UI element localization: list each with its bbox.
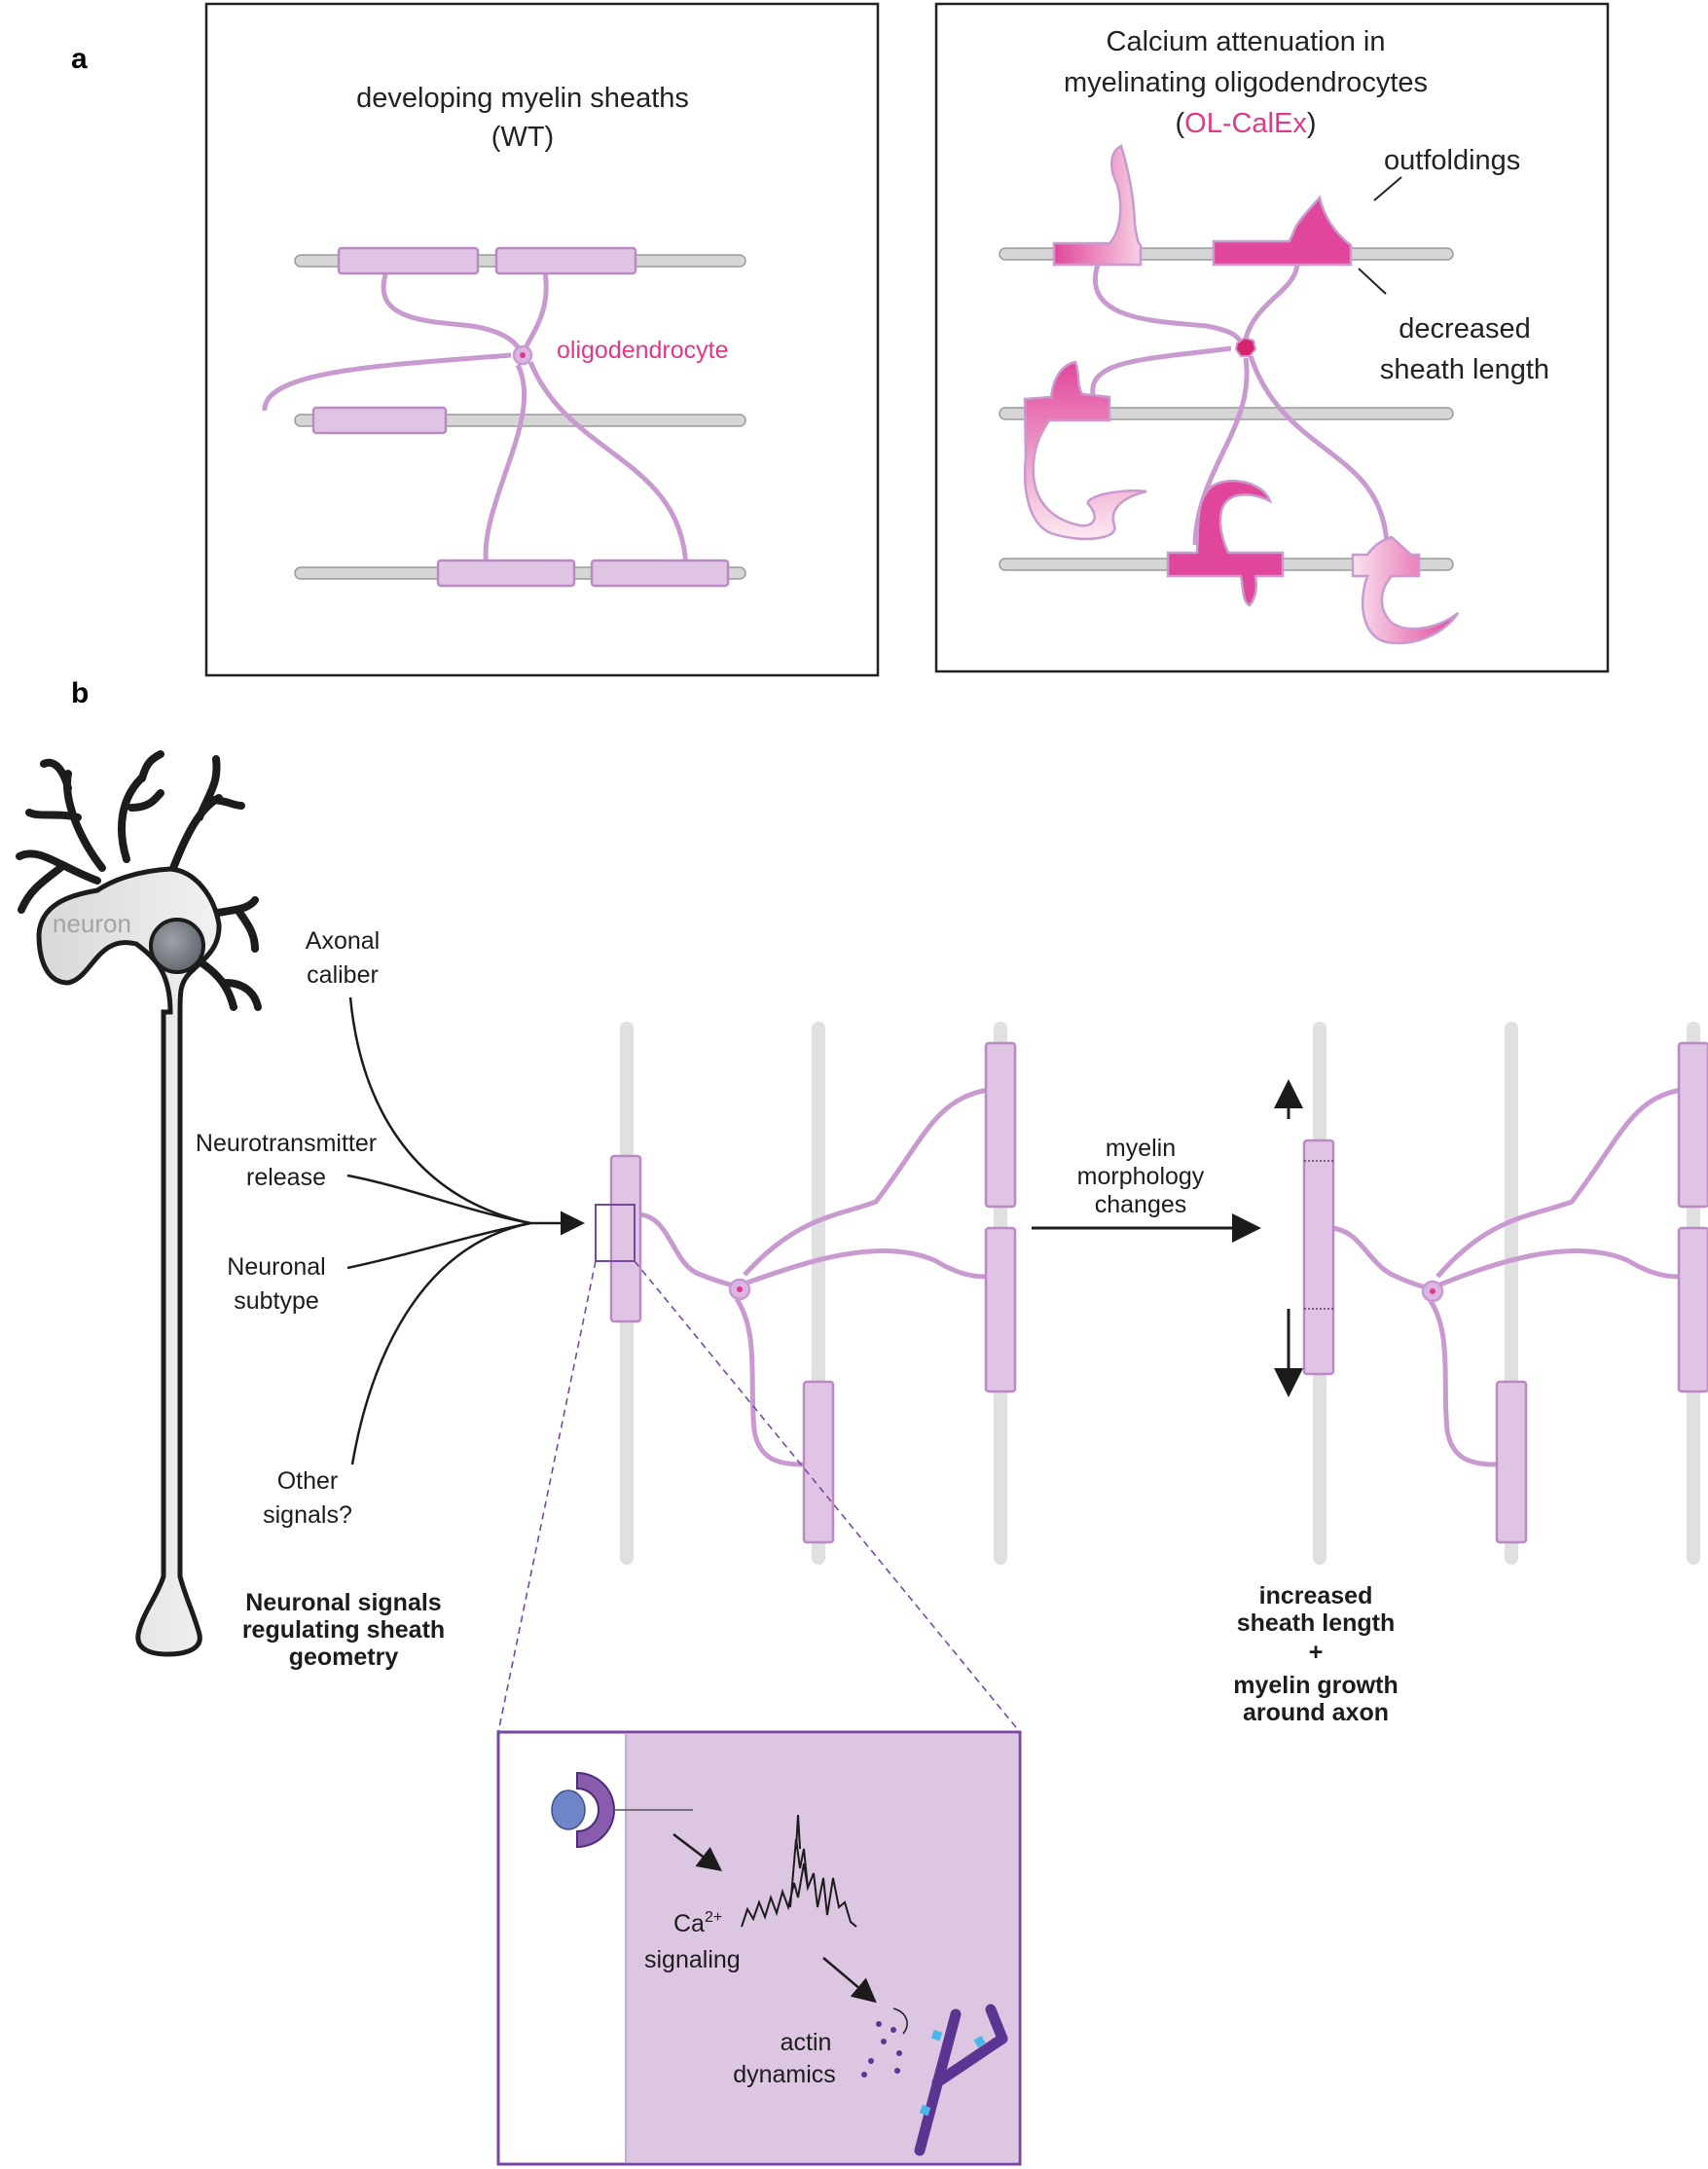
actin-label-line1: actin [781,2029,832,2056]
sheath-short [609,1154,642,1323]
svg-text:sheath length: sheath length [1237,1609,1396,1637]
svg-text:geometry: geometry [289,1644,399,1671]
wt-sheath [590,559,730,588]
g-actin-monomers [861,2021,902,2078]
length-leader [1358,268,1387,295]
signal-3-line2: subtype [234,1287,319,1315]
zoom-line-right [634,1260,1021,1733]
calex-sheath-spiral [1023,360,1147,541]
calex-title-line1: Calcium attenuation in [1107,26,1386,57]
wt-cell-label: oligodendrocyte [557,337,729,364]
neuron-nucleus [149,918,205,974]
schematic-after [1274,1022,1708,1565]
svg-text:myelin growth: myelin growth [1233,1672,1398,1699]
outfoldings-leader [1373,176,1402,201]
svg-text:morphology: morphology [1077,1163,1205,1190]
change-label: myelin morphology changes [1077,1135,1205,1218]
zoom-line-left [497,1260,597,1733]
neuron-body [36,866,222,1657]
calex-title-line2: myelinating oligodendrocytes [1064,67,1428,98]
signal-list: Axonal caliber Neurotransmitter release … [196,927,380,1529]
arp-complex [919,2029,986,2116]
signal-1-line2: caliber [307,961,379,989]
sheath [802,1380,835,1544]
calex-axon-2 [999,407,1454,420]
wt-title-line1: developing myelin sheaths [356,83,689,114]
sheath-elongated [1302,1139,1335,1376]
wt-panel: developing myelin sheaths (WT) oligodend… [204,2,880,677]
calex-sheath-outfolding-2 [1212,195,1353,267]
panel-a-letter: a [71,43,88,75]
ca-label: Ca2+ [673,1909,722,1937]
outcome-caption: increased sheath length + myelin growth … [1233,1582,1398,1726]
signal-4-line2: signals? [263,1501,352,1529]
calcium-trace [741,1862,857,1928]
signal-2-line1: Neurotransmitter [196,1130,377,1157]
zoom-region [595,1204,636,1262]
calex-name: OL-CalEx [1184,108,1307,139]
wt-sheath [337,246,480,275]
callout-outfoldings: outfoldings [1384,145,1520,176]
calex-title-line3: (OL-CalEx) [1175,108,1316,139]
callout-length-line2: sheath length [1380,354,1549,385]
neuron-label: neuron [53,909,131,938]
svg-text:myelin: myelin [1106,1135,1176,1162]
signal-4-line1: Other [277,1467,339,1495]
ca-signaling-label: signaling [644,1946,741,1973]
actin-label-line2: dynamics [733,2061,836,2088]
wt-sheath [436,559,576,588]
signal-arrows [346,996,585,1465]
signal-1-line1: Axonal [306,927,380,955]
svg-text:+: + [1309,1639,1324,1666]
svg-text:changes: changes [1095,1191,1187,1218]
calex-sheath-outfolding-1 [1052,144,1143,267]
wt-title-line2: (WT) [491,122,554,153]
wt-sheaths [311,246,730,588]
calex-sheath-tail [1351,535,1460,645]
wt-processes [262,271,689,568]
wt-frame [204,2,880,677]
wt-sheath [494,246,637,275]
neuron: neuron [16,750,262,1657]
wt-sheath [311,406,448,435]
svg-text:around axon: around axon [1243,1699,1389,1726]
actin-filament-icon [914,2004,1008,2156]
calex-frame [934,2,1610,673]
svg-text:Neuronal signals: Neuronal signals [245,1589,441,1616]
svg-text:increased: increased [1259,1582,1373,1609]
sheath [984,1226,1017,1393]
inset-cytoplasm [626,1734,1018,2162]
signals-caption: Neuronal signals regulating sheath geome… [242,1589,445,1671]
signaling-inset: Ca2+ signaling actin dynamics [496,1730,1022,2166]
callout-length-line1: decreased [1399,313,1530,344]
schematic-before [497,1022,1021,1733]
signal-2-line2: release [246,1164,326,1191]
neuron-dendrites [16,750,262,1011]
ligand-icon [551,1789,586,1830]
receptor-icon [576,1771,615,1849]
svg-text:regulating sheath: regulating sheath [242,1616,445,1644]
sheath [984,1041,1017,1209]
panel-b-letter: b [71,677,89,709]
signal-3-line1: Neuronal [227,1253,325,1281]
calex-sheath-loop [1166,479,1285,607]
calex-cell-body [1234,336,1257,357]
calex-panel: Calcium attenuation in myelinating oligo… [934,2,1610,673]
calex-processes [1090,264,1390,546]
